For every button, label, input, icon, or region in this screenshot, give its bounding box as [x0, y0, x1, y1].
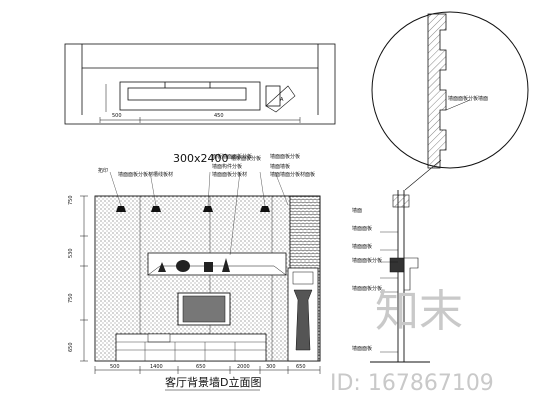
plan-view [64, 43, 336, 125]
vdim-1: 750 [68, 195, 74, 205]
leader-label-a: 拓印 [98, 167, 108, 174]
leader-label-d: 墙面构件分板 [212, 163, 242, 170]
watermark-id: ID: 167867109 [330, 371, 494, 396]
detail-label: 墙面面板分板墙面 [448, 95, 488, 102]
side-label-1: 墙面 [352, 207, 362, 214]
spotlights [116, 206, 270, 212]
side-label-6: 墙面面板 [352, 345, 372, 352]
leader-label-b: 墙面面板分板材槽线板材 [118, 171, 173, 178]
plan-marker-letter: A [280, 97, 284, 103]
watermark-brand: 知末 [375, 286, 463, 337]
vdim-2: 530 [68, 248, 74, 258]
leader-label-c: 面板墙面面板分板 [212, 153, 252, 160]
main-elevation [94, 171, 321, 362]
vdim-4: 650 [68, 342, 74, 352]
side-label-5: 墙面面板分板 [352, 285, 382, 292]
vases [158, 258, 230, 272]
leader-label-f: 墙面面板分板 [270, 153, 300, 160]
leader-label-h: 墙面墙面分板材面板 [270, 171, 315, 178]
vdim-3: 750 [68, 293, 74, 303]
plan-dim-a: 500 [112, 113, 122, 119]
leader-label-g: 墙面墙板 [270, 163, 290, 170]
plan-dim-b: 450 [214, 113, 224, 119]
hdim-5: 300 [266, 364, 276, 370]
vertical-dimension-chain [80, 195, 88, 362]
panel-spec-size: 300x2400 [173, 152, 229, 165]
detail-circle [371, 11, 529, 191]
hdim-2: 1400 [150, 364, 163, 370]
side-label-4: 墙面面板分板 [352, 257, 382, 264]
horizontal-dimension-chain [94, 366, 321, 374]
side-section [370, 190, 430, 363]
drawing-title: 客厅背景墙D立面图 [165, 375, 261, 389]
panel-spec-label: 300x2400 槽条面板分板 [173, 152, 261, 165]
hdim-4: 2000 [237, 364, 250, 370]
hdim-6: 650 [296, 364, 306, 370]
hdim-1: 500 [110, 364, 120, 370]
side-label-3: 墙面面板 [352, 243, 372, 250]
hdim-3: 650 [196, 364, 206, 370]
panel-spec-suffix: 槽条面板分板 [231, 155, 261, 162]
leader-label-e: 墙面面板分板材 [212, 171, 247, 178]
side-label-2: 墙面面板 [352, 225, 372, 232]
